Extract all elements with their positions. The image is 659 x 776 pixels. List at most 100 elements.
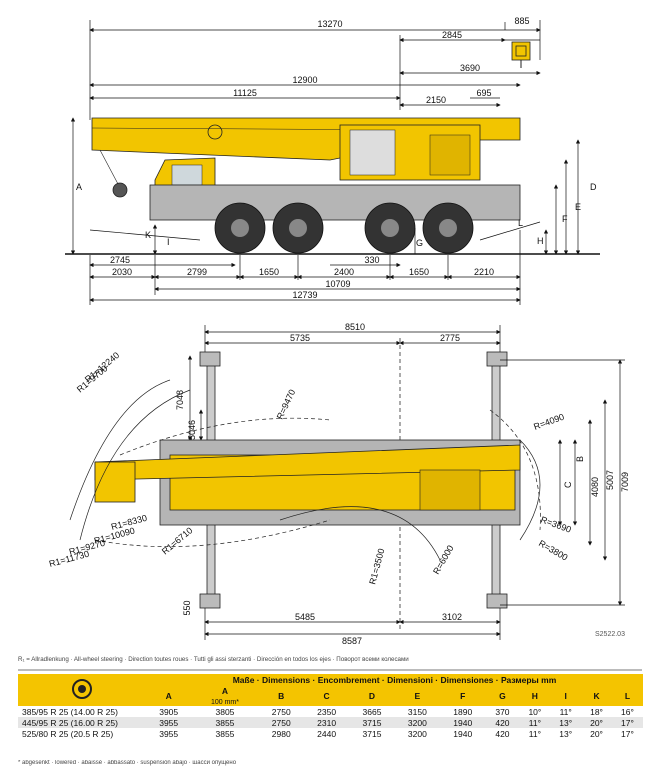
col-header: A	[146, 686, 192, 706]
plan-view: 8510 5735 2775 7048 5046	[48, 322, 630, 646]
table-footnote: * abgesenkt · lowered · abaissé · abbass…	[18, 760, 237, 766]
dim-2210: 2210	[474, 267, 494, 277]
cell: 18°	[581, 706, 612, 717]
cell: 2750	[258, 706, 304, 717]
tyre-size: 525/80 R 25 (20.5 R 25)	[18, 728, 146, 739]
dim-885: 885	[514, 16, 529, 26]
col-header: F	[440, 686, 486, 706]
cell: 2440	[303, 728, 350, 739]
letter-E: E	[575, 202, 581, 212]
dim-2775: 2775	[440, 333, 460, 343]
turning-radii	[69, 379, 541, 561]
dim-7048: 7048	[175, 390, 185, 410]
col-header: H	[519, 686, 551, 706]
cell: 20°	[581, 717, 612, 728]
cell: 3715	[349, 717, 395, 728]
dim-2845: 2845	[442, 30, 462, 40]
dim-2400: 2400	[334, 267, 354, 277]
cell: 2310	[303, 717, 350, 728]
radius-9470: R=9470	[275, 388, 297, 421]
dimensions-table: Maße · Dimensions · Encombrement · Dimen…	[18, 674, 643, 739]
cell: 13°	[550, 728, 582, 739]
table-row: 445/95 R 25 (16.00 R 25) 3955 3855 2750 …	[18, 717, 643, 728]
crane-dimension-drawing: 13270 885 2845 3690 12900 11125 695 2150	[48, 16, 630, 646]
dim-7009: 7009	[620, 472, 630, 492]
dim-550: 550	[182, 600, 192, 615]
col-header: C	[303, 686, 350, 706]
tyre-size: 385/95 R 25 (14.00 R 25)	[18, 706, 146, 717]
letter-H: H	[537, 236, 544, 246]
col-header: G	[485, 686, 520, 706]
tyre-header	[18, 674, 146, 706]
col-subheader: 100 mm*	[210, 699, 239, 706]
dim-11125: 11125	[233, 88, 257, 98]
tyre-size: 445/95 R 25 (16.00 R 25)	[18, 717, 146, 728]
drawing-reference: S2522.03	[595, 631, 625, 638]
cell: 3855	[191, 728, 259, 739]
dim-4080: 4080	[590, 477, 600, 497]
dim-8587: 8587	[342, 636, 362, 646]
steering-legend: R₁ = Allradlenkung · All-wheel steering …	[18, 656, 409, 663]
col-header: K	[581, 686, 612, 706]
hook-block-icon	[511, 41, 531, 68]
dim-5485: 5485	[295, 612, 315, 622]
radius-4090: R=4090	[532, 412, 565, 432]
dim-1650-b: 1650	[409, 267, 429, 277]
radius-3690: R=3690	[539, 514, 572, 534]
cell: 3715	[349, 728, 395, 739]
cell: 3200	[394, 728, 441, 739]
radius-3500: R1=3500	[367, 547, 386, 585]
cell: 11°	[550, 706, 582, 717]
cell: 17°	[611, 728, 643, 739]
table-row: 525/80 R 25 (20.5 R 25) 3955 3855 2980 2…	[18, 728, 643, 739]
letter-B-plan: B	[575, 456, 585, 462]
cell: 420	[485, 728, 520, 739]
cell: 3955	[146, 728, 192, 739]
col-header: B	[258, 686, 304, 706]
dim-330: 330	[364, 255, 379, 265]
cell: 3665	[349, 706, 395, 717]
tyre-icon	[72, 679, 92, 699]
letter-D: D	[590, 182, 597, 192]
dim-10709: 10709	[325, 279, 350, 289]
cell: 3955	[146, 717, 192, 728]
table-title: Maße · Dimensions · Encombrement · Dimen…	[146, 674, 643, 686]
dim-3102: 3102	[442, 612, 462, 622]
letter-K: K	[145, 230, 151, 240]
cell: 2350	[303, 706, 350, 717]
letter-F: F	[562, 214, 568, 224]
dim-1650-a: 1650	[259, 267, 279, 277]
cell: 3905	[146, 706, 192, 717]
col-header: I	[550, 686, 582, 706]
letter-C-plan: C	[563, 481, 573, 488]
cell: 3150	[394, 706, 441, 717]
cell: 2980	[258, 728, 304, 739]
cell: 11°	[519, 717, 551, 728]
cell: 2750	[258, 717, 304, 728]
cell: 17°	[611, 717, 643, 728]
dim-12739: 12739	[292, 290, 317, 300]
letter-L: L	[518, 218, 523, 228]
cell: 3855	[191, 717, 259, 728]
dim-12900: 12900	[292, 75, 317, 85]
dim-5007: 5007	[605, 470, 615, 490]
dim-2799: 2799	[187, 267, 207, 277]
dim-2745: 2745	[110, 255, 130, 265]
cell: 3805	[191, 706, 259, 717]
letter-I: I	[167, 237, 170, 247]
cell: 370	[485, 706, 520, 717]
dim-3690: 3690	[460, 63, 480, 73]
cell: 20°	[581, 728, 612, 739]
cell: 10°	[519, 706, 551, 717]
cell: 11°	[519, 728, 551, 739]
cell: 1940	[440, 728, 486, 739]
cell: 3200	[394, 717, 441, 728]
radius-6000: R=6000	[431, 543, 456, 576]
letter-A: A	[76, 182, 82, 192]
dim-2150: 2150	[426, 95, 446, 105]
letter-G: G	[416, 238, 423, 248]
cell: 1940	[440, 717, 486, 728]
carrier-plan	[94, 439, 521, 526]
table-row: 385/95 R 25 (14.00 R 25) 3905 3805 2750 …	[18, 706, 643, 717]
